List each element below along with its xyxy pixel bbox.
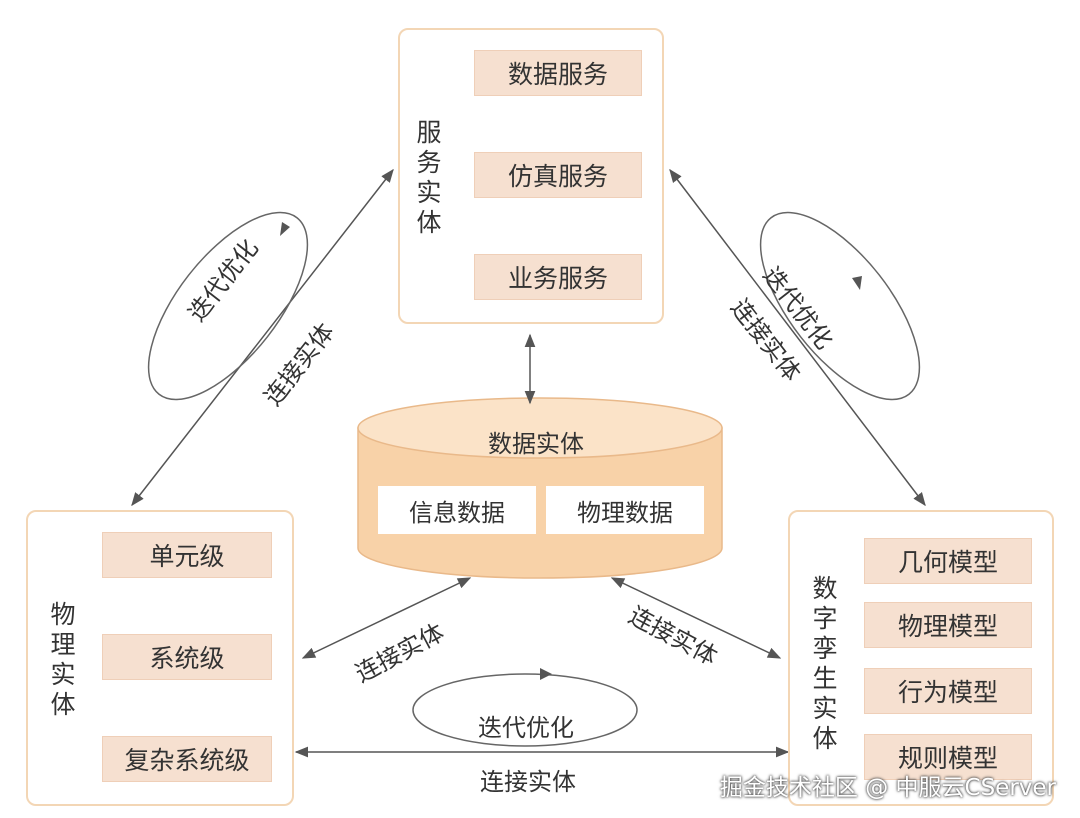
arrow-service-twin <box>669 168 926 507</box>
service-item-business: 业务服务 <box>474 254 642 300</box>
physical-item-unit: 单元级 <box>102 532 272 578</box>
data-entity-title: 数据实体 <box>488 430 584 458</box>
service-entity-title: 服务实体 <box>416 118 442 237</box>
data-item-physical: 物理数据 <box>546 486 704 534</box>
watermark-text: 掘金技术社区 @ 中服云CServer <box>719 775 1056 801</box>
arrow-data-twin <box>610 577 782 659</box>
right-iteration-loop <box>759 211 921 401</box>
arrow-service-physical <box>131 168 394 507</box>
twin-item-geometry: 几何模型 <box>864 538 1032 584</box>
twin-item-physics: 物理模型 <box>864 602 1032 648</box>
twin-entity-panel: 数字孪生实体 几何模型 物理模型 行为模型 规则模型 <box>788 510 1054 806</box>
physical-entity-panel: 物理实体 单元级 系统级 复杂系统级 <box>26 510 294 806</box>
physical-item-complex: 复杂系统级 <box>102 736 272 782</box>
twin-item-rule: 规则模型 <box>864 734 1032 780</box>
twin-entity-title: 数字孪生实体 <box>812 574 838 753</box>
data-item-info: 信息数据 <box>378 486 536 534</box>
physical-item-system: 系统级 <box>102 634 272 680</box>
bottom-iter-label: 迭代优化 <box>478 714 574 742</box>
bottom-connect-label: 连接实体 <box>480 768 576 796</box>
physical-entity-title: 物理实体 <box>50 600 76 719</box>
twin-item-behavior: 行为模型 <box>864 668 1032 714</box>
arrow-data-physical <box>301 577 472 659</box>
service-item-data: 数据服务 <box>474 50 642 96</box>
left-iteration-loop <box>147 211 309 401</box>
service-entity-panel: 服务实体 数据服务 仿真服务 业务服务 <box>398 28 664 324</box>
service-item-simulation: 仿真服务 <box>474 152 642 198</box>
bottom-iteration-loop <box>412 668 638 747</box>
data-entity-cylinder <box>357 397 723 579</box>
